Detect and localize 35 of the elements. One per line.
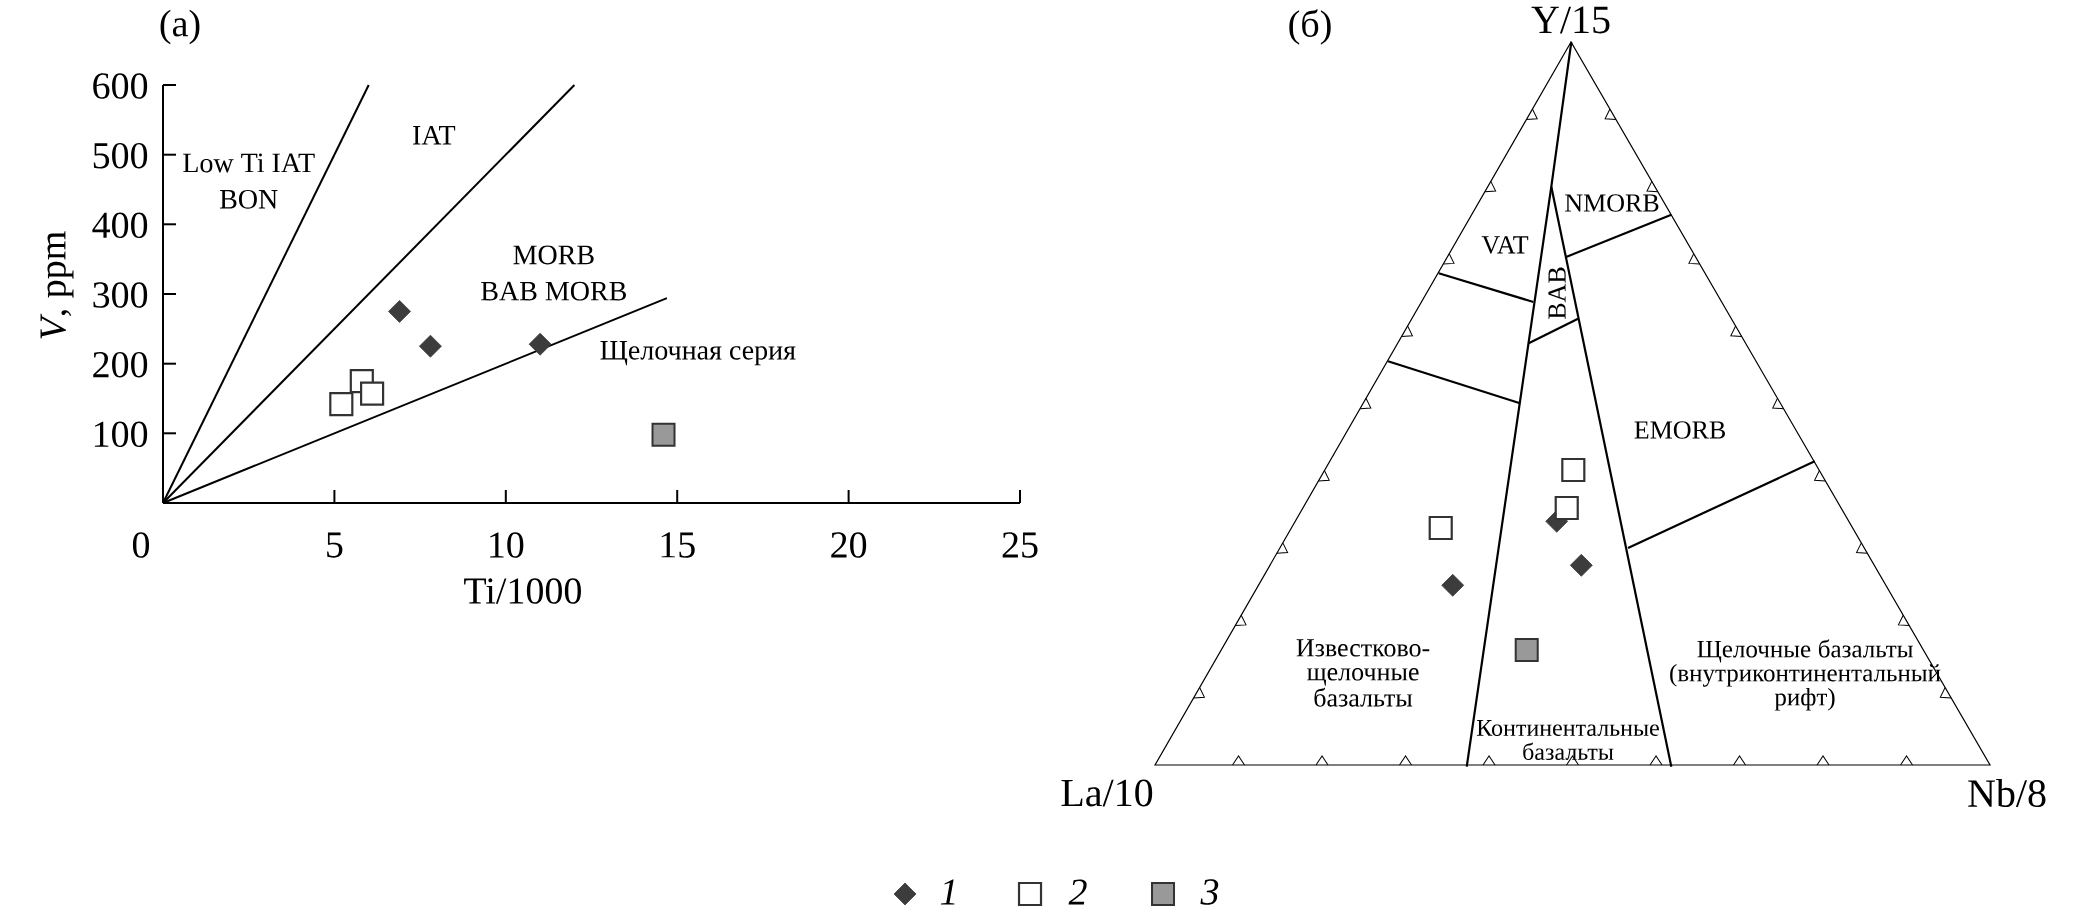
axis-title: V, ppm <box>40 231 74 339</box>
axis-title: Ti/1000 <box>464 578 581 604</box>
tick-label: 10 <box>490 532 524 558</box>
region-label: MORB <box>513 245 594 265</box>
legend-label: 3 <box>1200 879 1219 905</box>
tick-label: 0 <box>132 532 150 558</box>
tick-label: 300 <box>93 282 148 308</box>
tick-label: 15 <box>661 532 695 558</box>
region-label: BON <box>219 189 278 209</box>
region-label: BAB <box>1548 267 1566 319</box>
tick-label: 25 <box>1002 532 1038 558</box>
region-label: BAB MORB <box>481 281 626 301</box>
legend-label: 2 <box>1068 879 1087 905</box>
region-label: EMORB <box>1634 421 1725 439</box>
region-label: Известково-щелочные базальты <box>1296 639 1430 707</box>
region-label: Low Ti IAT <box>183 153 315 173</box>
panel-label: (а) <box>160 9 200 45</box>
region-label: IAT <box>413 125 456 145</box>
region-label: VAT <box>1481 236 1529 254</box>
tick-label: 100 <box>94 421 148 448</box>
vertex-label: Nb/8 <box>1968 778 2046 808</box>
tick-label: 200 <box>93 351 148 378</box>
tick-label: 500 <box>93 142 148 169</box>
tick-label: 400 <box>92 212 148 239</box>
tick-label: 600 <box>93 73 148 99</box>
legend-label: 1 <box>940 879 955 905</box>
tick-label: 5 <box>327 532 343 558</box>
vertex-label: La/10 <box>1061 779 1153 807</box>
tick-label: 20 <box>831 532 867 558</box>
vertex-label: Y/15 <box>1531 6 1610 34</box>
region-label: Щелочная серия <box>600 341 796 366</box>
region-label: Щелочные базальты (внутриконтинентальный рифт) <box>1670 639 1941 711</box>
region-label: NMORB <box>1565 194 1659 212</box>
region-label: Континентальные базальты <box>1476 720 1659 760</box>
panel-label: (б) <box>1289 9 1331 45</box>
